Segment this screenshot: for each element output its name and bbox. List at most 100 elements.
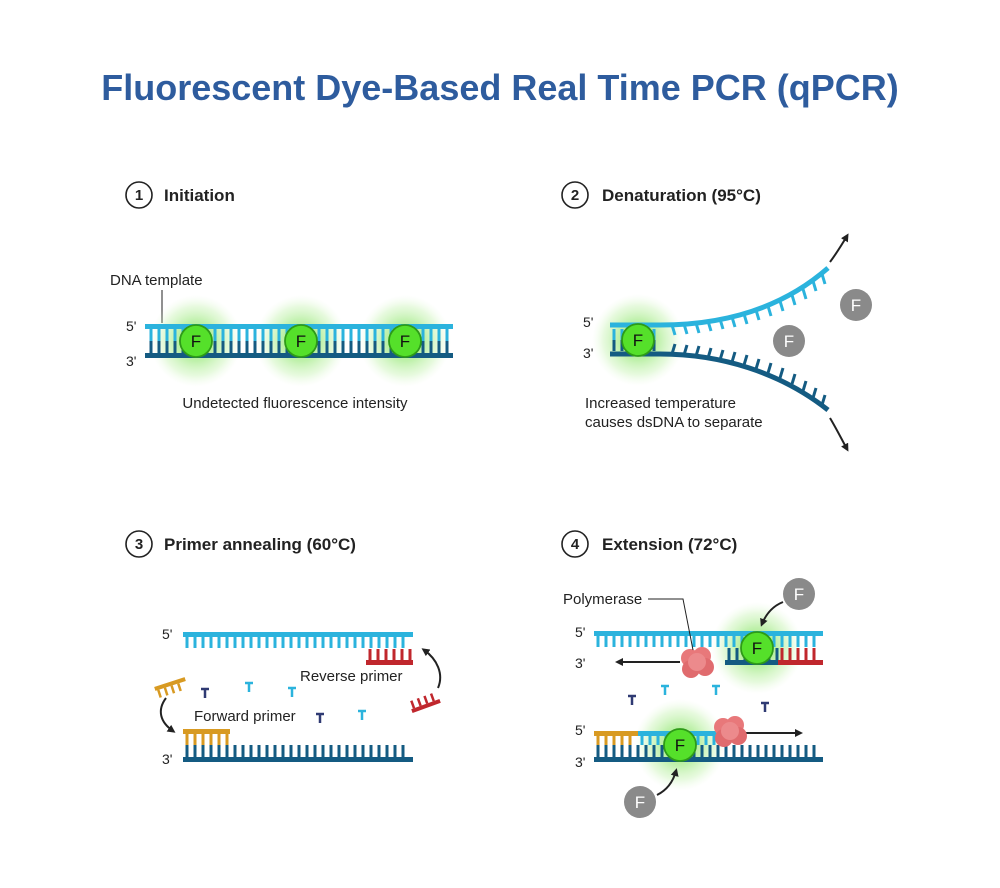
dna-bottom-strand [610, 351, 830, 412]
panel-extension: 4 Extension (72°C) 5' 3' 5' 3' [561, 530, 823, 818]
reverse-primer-label: Reverse primer [300, 668, 403, 685]
panel-denaturation: 2 Denaturation (95°C) 5' 3' F F F Increa… [561, 181, 872, 452]
free-nucleotides [201, 681, 366, 723]
step-number: 4 [571, 536, 580, 553]
base [766, 362, 773, 374]
panel-initiation: 1 Initiation DNA template 5' 3' F F F Un… [110, 181, 453, 412]
template-strand-top [594, 631, 823, 636]
dye-binding-arrow [656, 768, 679, 796]
five-prime-label: 5' [583, 314, 593, 330]
base [416, 697, 422, 707]
svg-text:F: F [296, 332, 306, 351]
dna-top-strand [610, 266, 830, 328]
dye-binding-arrow [760, 601, 784, 627]
polymerase-label: Polymerase [563, 591, 642, 608]
three-prime-label: 3' [575, 754, 585, 770]
base [801, 288, 808, 300]
strand-bases [185, 636, 405, 648]
forward-primer-bound [183, 729, 230, 745]
nucleotide [358, 709, 366, 720]
free-fluorophore: F [624, 786, 656, 818]
svg-text:F: F [633, 331, 643, 350]
svg-text:F: F [400, 332, 410, 351]
strand-bases [185, 745, 405, 758]
reverse-primer-free [410, 693, 441, 714]
page-title: Fluorescent Dye-Based Real Time PCR (qPC… [101, 67, 899, 108]
three-prime-label: 3' [162, 751, 172, 767]
base [790, 373, 797, 385]
nucleotide [288, 686, 296, 697]
step-number-badge [125, 530, 153, 558]
strand-separation-arrow [829, 233, 849, 263]
five-prime-label: 5' [575, 722, 585, 738]
free-fluorophore: F [773, 325, 805, 357]
nucleotide [201, 687, 209, 698]
panel-primer-annealing: 3 Primer annealing (60°C) 5' 3' Reverse … [125, 530, 442, 767]
primer-binding-arrow [159, 697, 176, 733]
base [790, 294, 797, 306]
svg-text:F: F [191, 332, 201, 351]
three-prime-label: 3' [575, 655, 585, 671]
forward-primer-extended [594, 731, 640, 736]
primer-backbone [154, 677, 186, 691]
base [157, 689, 162, 698]
primer-backbone [183, 729, 230, 734]
dna-template-label: DNA template [110, 272, 203, 289]
free-nucleotides [628, 684, 769, 712]
five-prime-label: 5' [162, 626, 172, 642]
base [429, 693, 435, 702]
base [410, 700, 416, 709]
polymerase-enzyme [681, 647, 714, 678]
nucleotide [628, 694, 636, 705]
step-heading: Extension (72°C) [602, 535, 737, 554]
fluorophore-bound: F [284, 324, 318, 358]
base [754, 358, 761, 370]
svg-text:F: F [752, 639, 762, 658]
primer-binding-arrow [421, 648, 442, 689]
step-number-badge [561, 530, 589, 558]
single-strand-bottom [183, 757, 413, 762]
reverse-primer-bound [366, 649, 413, 665]
nucleotide [661, 684, 669, 695]
svg-text:F: F [635, 793, 645, 812]
step-number-badge [125, 181, 153, 209]
strand-separation-arrow [829, 417, 849, 452]
primer-backbone [366, 660, 413, 665]
single-strand-top [183, 632, 413, 637]
caption-separate-line1: Increased temperature [585, 395, 736, 412]
nucleotide [761, 701, 769, 712]
base [423, 695, 429, 704]
nucleotide [712, 684, 720, 695]
base [730, 351, 737, 363]
polymerase-pointer [648, 598, 694, 651]
base [778, 300, 785, 312]
svg-text:F: F [784, 332, 794, 351]
base [170, 685, 176, 694]
base [742, 354, 749, 366]
nucleotide [316, 712, 324, 723]
free-fluorophore: F [840, 289, 872, 321]
step-number: 3 [135, 536, 143, 553]
fluorophore-bound: F [621, 323, 655, 357]
primer-backbone [411, 698, 441, 714]
step-number: 2 [571, 187, 579, 204]
base [163, 687, 169, 696]
template-strand-bottom [594, 757, 823, 762]
svg-text:F: F [675, 736, 685, 755]
step-heading: Denaturation (95°C) [602, 186, 761, 205]
fluorophore-bound: F [388, 324, 422, 358]
svg-text:F: F [851, 296, 861, 315]
three-prime-label: 3' [126, 353, 136, 369]
fluorophore-bound: F [663, 728, 697, 762]
five-prime-label: 5' [575, 624, 585, 640]
step-number: 1 [135, 187, 143, 204]
svg-text:F: F [794, 585, 804, 604]
base [177, 683, 182, 692]
caption-separate-line2: causes dsDNA to separate [585, 414, 763, 431]
step-heading: Primer annealing (60°C) [164, 535, 356, 554]
forward-primer-free [154, 677, 186, 698]
fluorophore-bound: F [740, 631, 774, 665]
caption-undetected: Undetected fluorescence intensity [182, 395, 408, 412]
polymerase-enzyme [714, 716, 747, 747]
